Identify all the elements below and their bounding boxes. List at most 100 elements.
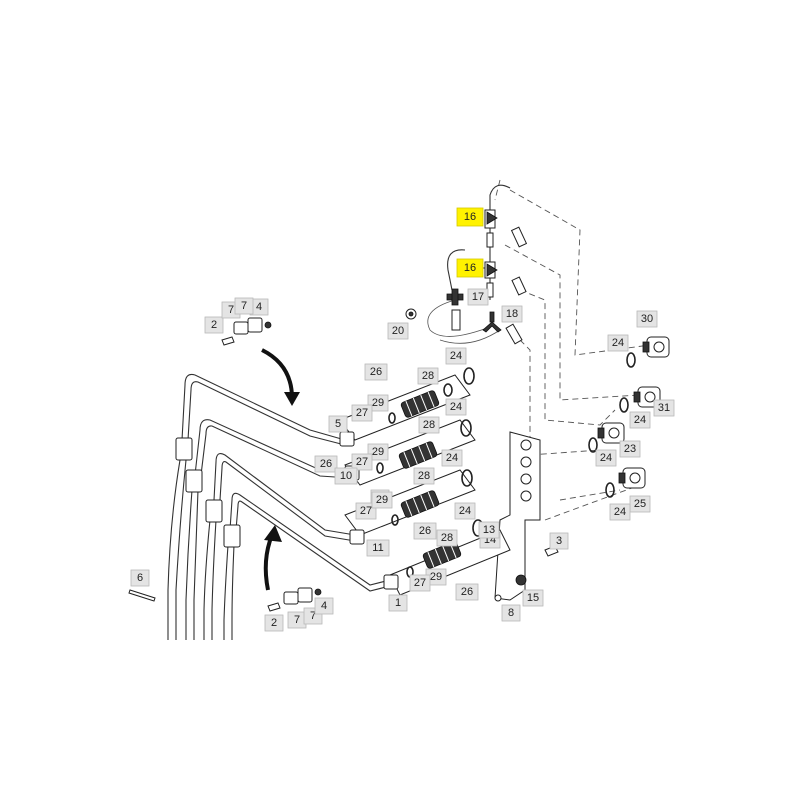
callout-11[interactable]: 11: [366, 539, 390, 557]
callout-24-a[interactable]: 24: [607, 334, 629, 352]
callout-24-b[interactable]: 24: [629, 411, 651, 429]
callout-18[interactable]: 18: [501, 305, 523, 323]
clamp-lower: [283, 591, 299, 605]
arrow-up-head: [264, 525, 282, 542]
callout-5[interactable]: 5: [328, 415, 348, 433]
svg-text:26: 26: [419, 525, 431, 537]
callout-24-f[interactable]: 24: [445, 398, 467, 416]
callout-15[interactable]: 15: [522, 589, 544, 607]
oring-right-3: [588, 437, 598, 453]
callout-20[interactable]: 20: [387, 322, 409, 340]
nipple-upper-3: [451, 309, 461, 331]
tee-fitting-16b-dark: [486, 263, 498, 277]
oring-small-3: [376, 462, 384, 474]
callout-2-upper[interactable]: 2: [204, 316, 224, 334]
oring-small-1: [443, 383, 453, 397]
svg-text:24: 24: [600, 452, 612, 464]
bracket-8: [481, 431, 559, 602]
svg-text:27: 27: [356, 407, 368, 419]
tube-nut-5: [339, 431, 355, 447]
svg-text:15: 15: [527, 592, 539, 604]
svg-text:13: 13: [483, 524, 495, 536]
callout-17[interactable]: 17: [467, 288, 489, 306]
callout-7-lower-a[interactable]: 7: [287, 611, 307, 629]
callout-26-c[interactable]: 26: [413, 522, 437, 540]
svg-text:28: 28: [418, 470, 430, 482]
callout-2-lower[interactable]: 2: [264, 614, 284, 632]
callout-13[interactable]: 13: [478, 521, 500, 539]
svg-text:26: 26: [370, 366, 382, 378]
svg-text:29: 29: [376, 494, 388, 506]
hose-end-2: [185, 469, 203, 493]
callout-24-e[interactable]: 24: [445, 347, 467, 365]
callout-24-c[interactable]: 24: [595, 449, 617, 467]
arrow-down: [261, 348, 294, 399]
callout-24-g[interactable]: 24: [441, 449, 463, 467]
hose-end-4: [223, 524, 241, 548]
valve-cartridge-1: [400, 390, 440, 418]
clamp-lower-2: [297, 587, 313, 603]
callout-25[interactable]: 25: [629, 495, 651, 513]
oring-small-4: [391, 514, 399, 526]
svg-text:1: 1: [395, 597, 401, 609]
callout-6[interactable]: 6: [130, 569, 150, 587]
nipple-upper-5: [486, 232, 494, 248]
callout-31[interactable]: 31: [653, 399, 675, 417]
callout-26-d[interactable]: 26: [455, 583, 479, 601]
oring-small-2: [388, 412, 396, 424]
callout-26-a[interactable]: 26: [364, 363, 388, 381]
callouts: 16 16 17 18 20 30 24 31 24 23 24 25 24 2…: [130, 207, 675, 632]
nut-upper-4: [264, 321, 272, 329]
callout-28-a[interactable]: 28: [417, 367, 439, 385]
svg-text:24: 24: [634, 414, 646, 426]
svg-text:29: 29: [372, 397, 384, 409]
svg-text:5: 5: [335, 418, 341, 430]
svg-text:27: 27: [360, 505, 372, 517]
callout-29-a[interactable]: 29: [367, 394, 389, 412]
tee-fitting-17: [446, 288, 464, 306]
tube-nut-11: [349, 529, 365, 545]
callout-27-c[interactable]: 27: [355, 502, 377, 520]
callout-24-d[interactable]: 24: [609, 503, 631, 521]
svg-text:24: 24: [450, 401, 462, 413]
callout-27-b[interactable]: 27: [351, 453, 373, 471]
clamps: [128, 317, 322, 612]
oring-valve-2: [460, 419, 472, 437]
callout-8[interactable]: 8: [501, 604, 521, 622]
upper-fittings: [405, 184, 528, 345]
callout-24-h[interactable]: 24: [454, 502, 476, 520]
svg-text:20: 20: [392, 325, 404, 337]
callout-10[interactable]: 10: [334, 467, 358, 485]
svg-text:24: 24: [450, 350, 462, 362]
callout-16-upper[interactable]: 16: [456, 207, 484, 227]
callout-28-b[interactable]: 28: [418, 416, 440, 434]
svg-text:28: 28: [423, 419, 435, 431]
arrow-down-head: [284, 392, 300, 406]
callout-29-b[interactable]: 29: [367, 443, 389, 461]
callout-27-a[interactable]: 27: [351, 404, 373, 422]
svg-text:28: 28: [441, 532, 453, 544]
oring-right-4: [605, 482, 615, 498]
callout-27-d[interactable]: 27: [409, 574, 431, 592]
svg-text:16: 16: [464, 262, 476, 274]
callout-7-upper-b[interactable]: 7: [234, 297, 254, 315]
valve-blocks: [339, 367, 511, 596]
callout-16-lower[interactable]: 16: [456, 258, 484, 278]
svg-text:27: 27: [356, 456, 368, 468]
clamp-upper-2: [247, 317, 263, 333]
callout-23[interactable]: 23: [619, 440, 641, 458]
svg-text:7: 7: [228, 304, 234, 316]
callout-3[interactable]: 3: [549, 532, 569, 550]
callout-30[interactable]: 30: [636, 310, 658, 328]
nipple-upper-1: [510, 226, 528, 248]
callout-4-lower[interactable]: 4: [314, 597, 334, 615]
svg-text:7: 7: [294, 614, 300, 626]
oring-right-1: [626, 352, 636, 368]
callout-29-c[interactable]: 29: [371, 491, 393, 509]
callout-28-d[interactable]: 28: [436, 529, 458, 547]
callout-26-b[interactable]: 26: [314, 455, 338, 473]
tie-6: [128, 589, 156, 602]
callout-28-c[interactable]: 28: [413, 467, 435, 485]
callout-1[interactable]: 1: [388, 594, 408, 612]
svg-text:10: 10: [340, 470, 352, 482]
